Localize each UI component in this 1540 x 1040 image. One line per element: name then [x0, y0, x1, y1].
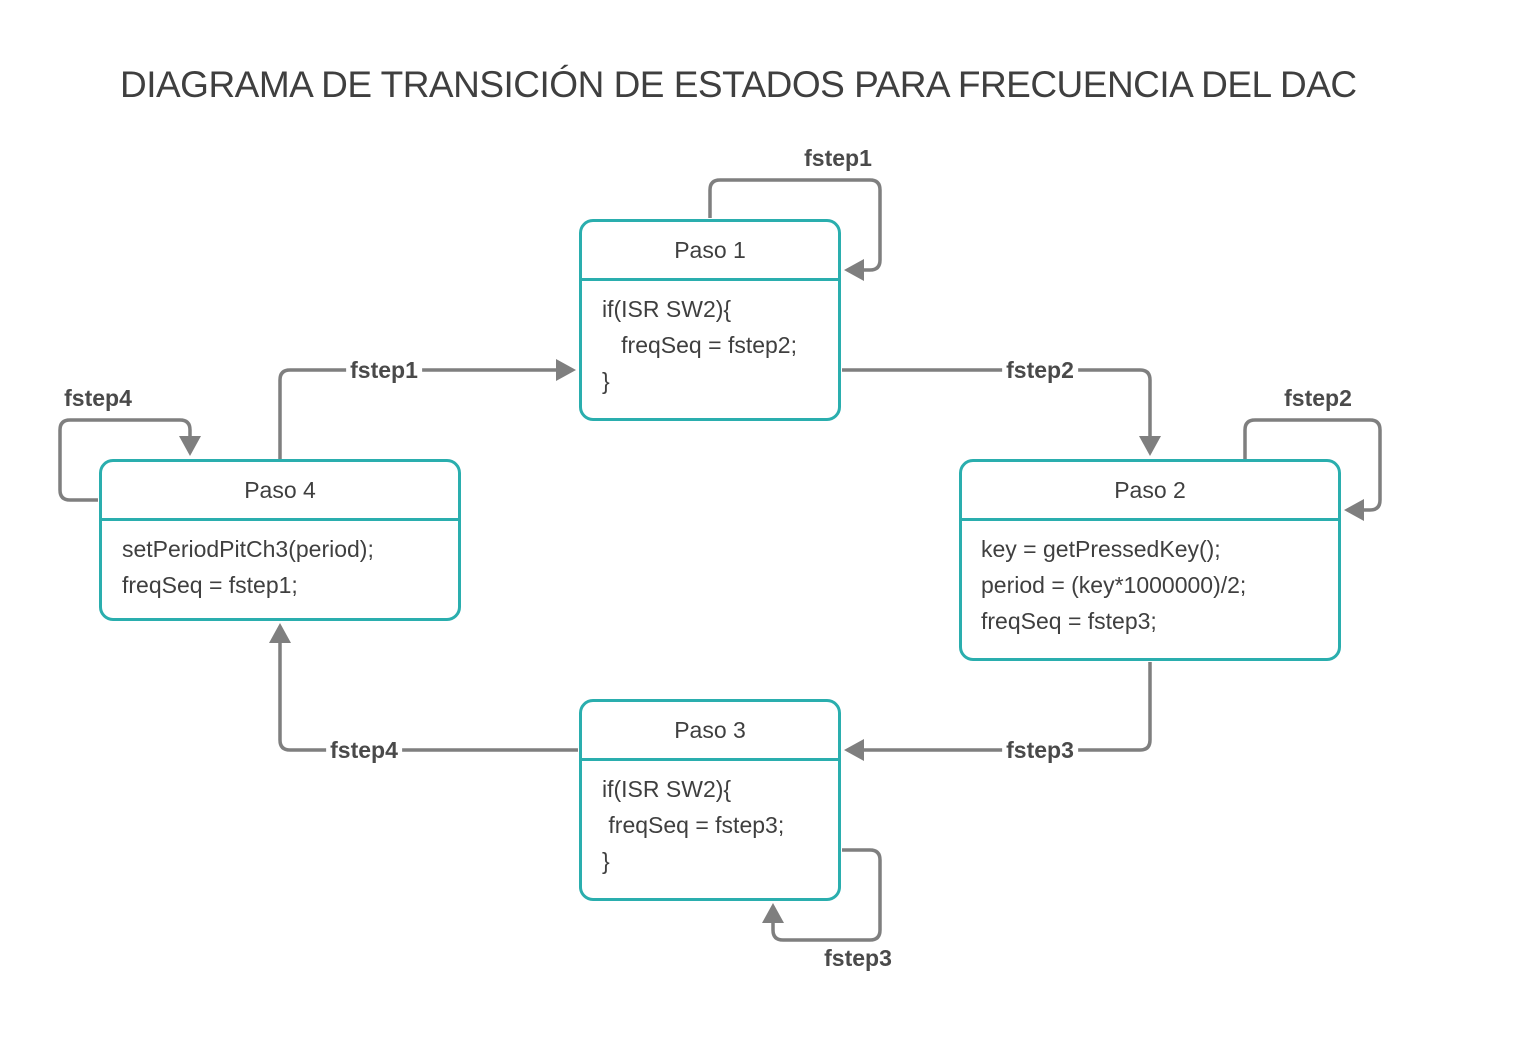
- arrow-paso4-to-paso1: [278, 359, 576, 459]
- state-title: Paso 1: [582, 222, 838, 281]
- state-paso1: Paso 1 if(ISR SW2){ freqSeq = fstep2; }: [579, 219, 841, 421]
- arrow-paso3-to-paso4: [269, 623, 578, 752]
- state-paso2: Paso 2 key = getPressedKey(); period = (…: [959, 459, 1341, 661]
- code-line: setPeriodPitCh3(period);: [122, 536, 374, 562]
- loop-arrow-paso3: [762, 848, 882, 942]
- code-line: freqSeq = fstep3;: [602, 812, 785, 838]
- code-line: period = (key*1000000)/2;: [981, 572, 1247, 598]
- code-line: }: [602, 368, 610, 394]
- label-loop-paso3: fstep3: [824, 945, 892, 971]
- label-paso2-to-paso3: fstep3: [1002, 736, 1078, 764]
- loop-arrow-paso2: [1243, 418, 1382, 521]
- diagram-title: DIAGRAMA DE TRANSICIÓN DE ESTADOS PARA F…: [120, 64, 1357, 105]
- code-line: if(ISR SW2){: [602, 296, 732, 322]
- state-body: if(ISR SW2){ freqSeq = fstep3; }: [582, 761, 838, 879]
- state-body: key = getPressedKey(); period = (key*100…: [962, 521, 1338, 639]
- arrow-paso2-to-paso3: [844, 662, 1152, 761]
- label-loop-paso2: fstep2: [1284, 385, 1352, 411]
- code-line: freqSeq = fstep2;: [602, 332, 797, 358]
- state-title: Paso 3: [582, 702, 838, 761]
- loop-arrow-paso1: [708, 178, 882, 281]
- state-body: setPeriodPitCh3(period); freqSeq = fstep…: [102, 521, 458, 603]
- state-body: if(ISR SW2){ freqSeq = fstep2; }: [582, 281, 838, 399]
- label-loop-paso1: fstep1: [804, 145, 872, 171]
- state-title: Paso 2: [962, 462, 1338, 521]
- code-line: freqSeq = fstep3;: [981, 608, 1157, 634]
- code-line: if(ISR SW2){: [602, 776, 732, 802]
- label-loop-paso4: fstep4: [64, 385, 132, 411]
- code-line: }: [602, 848, 610, 874]
- label-paso1-to-paso2: fstep2: [1002, 356, 1078, 384]
- label-paso4-to-paso1: fstep1: [346, 356, 422, 384]
- arrow-paso1-to-paso2: [842, 368, 1161, 456]
- label-paso3-to-paso4: fstep4: [326, 736, 402, 764]
- code-line: freqSeq = fstep1;: [122, 572, 298, 598]
- state-paso4: Paso 4 setPeriodPitCh3(period); freqSeq …: [99, 459, 461, 621]
- code-line: key = getPressedKey();: [981, 536, 1221, 562]
- loop-arrow-paso4: [58, 418, 201, 502]
- state-paso3: Paso 3 if(ISR SW2){ freqSeq = fstep3; }: [579, 699, 841, 901]
- state-title: Paso 4: [102, 462, 458, 521]
